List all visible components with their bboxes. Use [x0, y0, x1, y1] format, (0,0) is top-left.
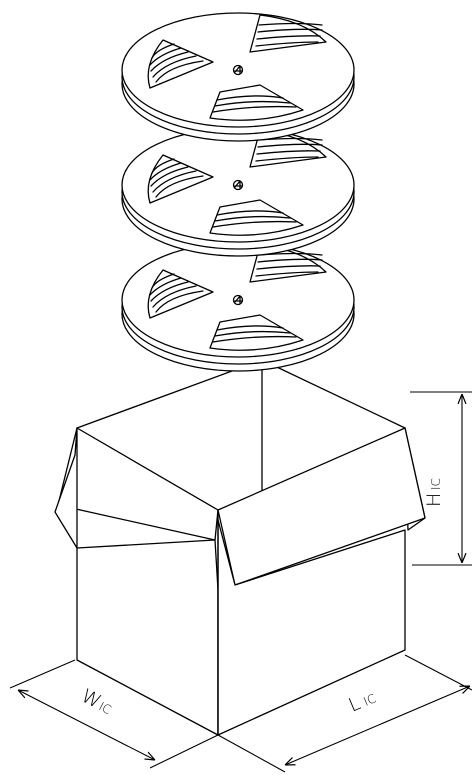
box-left-flap	[57, 427, 219, 541]
box-back-left-flap	[54, 427, 78, 549]
reel-middle	[121, 127, 355, 257]
height-label-sub: IC	[429, 478, 443, 490]
reel-bottom	[121, 242, 355, 372]
height-dimension: H IC	[410, 391, 472, 566]
reel-top	[121, 12, 355, 142]
length-label-sub: IC	[362, 691, 378, 709]
reel-stack	[121, 12, 355, 372]
carton-box	[54, 359, 426, 736]
length-dimension: L IC	[217, 654, 472, 773]
height-label: H	[423, 493, 445, 507]
width-label-sub: IC	[96, 699, 113, 717]
box-front-right-flap	[217, 427, 426, 586]
